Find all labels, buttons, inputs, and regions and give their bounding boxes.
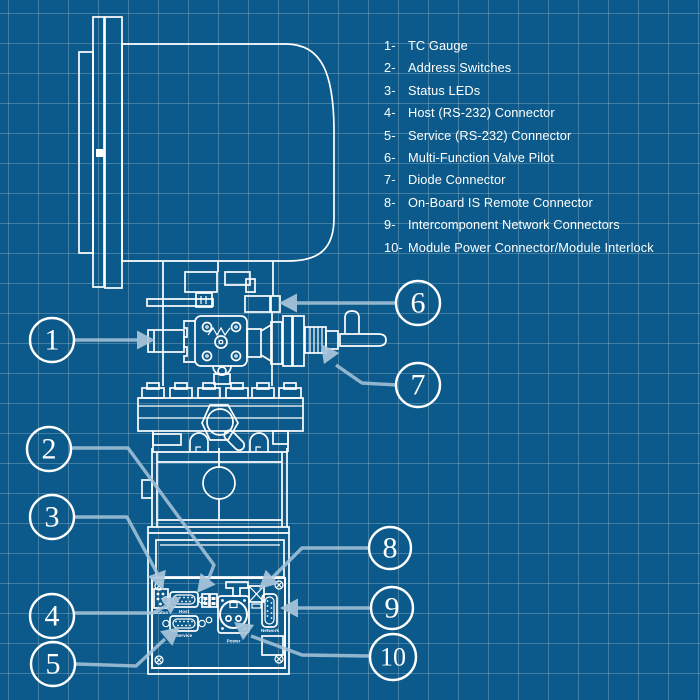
legend-item-number: 3- — [384, 82, 396, 98]
callout-circle-5 — [29, 640, 77, 688]
host-label: Host — [179, 609, 190, 614]
callout-circle-6 — [394, 279, 442, 327]
callout-number-5: 5 — [46, 648, 61, 681]
leader-arrow-9 — [280, 598, 298, 618]
legend-item-label: Address Switches — [408, 60, 512, 76]
legend-item-number: 7- — [384, 172, 396, 188]
callout-number-9: 9 — [385, 592, 400, 625]
leader-arrow-8 — [259, 569, 279, 589]
legend-item-number: 10- — [384, 239, 403, 255]
connector-panel: Status Host Service Network Power — [153, 580, 284, 665]
legend-item-label: Status LEDs — [408, 82, 481, 98]
legend-item-number: 1- — [384, 38, 396, 53]
legend-item: 5- Service (RS-232) Connector — [384, 125, 654, 147]
leader-arrow-5 — [160, 627, 180, 646]
valve-handle-grip — [339, 333, 387, 347]
legend-item: 2- Address Switches — [384, 57, 654, 79]
network-connector — [261, 593, 278, 628]
callout-number-7: 7 — [411, 369, 426, 402]
legend-item-label: TC Gauge — [408, 38, 468, 53]
callout-circle-10 — [368, 632, 418, 682]
callout-leaders — [71, 293, 398, 668]
leader-line-7 — [335, 363, 398, 387]
leader-arrow-7 — [321, 344, 340, 365]
legend-item-label: On-Board IS Remote Connector — [408, 194, 593, 210]
callout-circle-7 — [394, 361, 442, 409]
callout-circle-1 — [28, 316, 76, 364]
bolted-flange — [137, 382, 304, 452]
callout-number-1: 1 — [45, 324, 60, 357]
tc-gauge-bracket — [183, 320, 195, 363]
service-label: Service — [176, 633, 193, 638]
callout-number-8: 8 — [383, 532, 398, 565]
legend-item: 8- On-Board IS Remote Connector — [384, 192, 654, 214]
callout-circle-8 — [367, 525, 413, 571]
leader-line-8 — [271, 546, 369, 579]
leader-arrow-2 — [197, 572, 216, 593]
pump-flange-plates — [78, 16, 123, 289]
legend-item: 7- Diode Connector — [384, 169, 654, 191]
legend-item-label: Service (RS-232) Connector — [408, 127, 572, 143]
callout-number-2: 2 — [42, 433, 57, 466]
leader-line-3 — [74, 515, 159, 574]
legend-item: 3- Status LEDs — [384, 80, 654, 102]
interlock-tab — [225, 581, 249, 597]
callout-number-10: 10 — [380, 643, 406, 672]
legend-item: 4- Host (RS-232) Connector — [384, 102, 654, 124]
legend-item-number: 9- — [384, 217, 396, 233]
callout-circle-4 — [28, 592, 76, 640]
legend-item: 1- TC Gauge — [384, 35, 654, 57]
callout-circle-3 — [28, 493, 76, 541]
leader-arrow-6 — [279, 293, 297, 313]
module-body — [141, 448, 288, 527]
neck-fittings — [162, 261, 274, 386]
valve-handle-arm — [344, 310, 360, 334]
legend-item-number: 4- — [384, 105, 396, 121]
leader-arrow-3 — [147, 569, 166, 590]
legend-item-label: Intercomponent Network Connectors — [408, 217, 620, 233]
leader-line-2 — [71, 446, 216, 581]
legend-item-label: Multi-Function Valve Pilot — [408, 149, 555, 165]
leader-line-5 — [75, 637, 167, 668]
leader-arrow-4 — [160, 597, 181, 615]
leader-line-10 — [250, 634, 371, 658]
callout-number-3: 3 — [45, 501, 60, 534]
legend-item-number: 2- — [384, 60, 396, 76]
legend-item-label: Module Power Connector/Module Interlock — [408, 239, 654, 255]
legend-item: 6- Multi-Function Valve Pilot — [384, 147, 654, 169]
service-rs232-connector — [162, 615, 206, 632]
power-label: Power — [227, 639, 241, 644]
legend: 1- TC Gauge 2- Address Switches 3- Status LED… — [384, 35, 654, 259]
callout-circle-2 — [25, 425, 73, 473]
flange-notch — [96, 149, 104, 157]
callout-circle-9 — [369, 585, 415, 631]
legend-item-number: 6- — [384, 149, 396, 165]
panel-screw-small — [205, 616, 213, 624]
callout-number-6: 6 — [411, 287, 426, 320]
callout-number-4: 4 — [45, 600, 60, 633]
address-switches — [201, 593, 218, 608]
legend-item-number: 8- — [384, 194, 396, 210]
leader-line-4 — [75, 604, 167, 615]
pump-body — [121, 43, 335, 262]
status-label: Status — [154, 610, 168, 615]
cryopump-drawing: Status Host Service Network Power — [78, 16, 387, 675]
legend-item-label: Diode Connector — [408, 172, 506, 188]
connector-panel-plate — [151, 577, 286, 669]
legend-item: 10- Module Power Connector/Module Interlo… — [384, 237, 654, 259]
lower-module — [147, 526, 290, 675]
valve-pilot-block — [244, 295, 271, 313]
network-label: Network — [261, 628, 280, 633]
interlock-socket — [261, 635, 284, 656]
legend-item: 9- Intercomponent Network Connectors — [384, 214, 654, 236]
valve-assembly — [146, 292, 387, 385]
legend-item-label: Host (RS-232) Connector — [408, 105, 555, 121]
legend-item-number: 5- — [384, 127, 396, 143]
leader-arrow-1 — [137, 330, 155, 350]
callout-circles: 1 2 3 4 5 6 7 8 9 10 — [25, 279, 442, 688]
leader-arrow-10 — [234, 622, 255, 641]
